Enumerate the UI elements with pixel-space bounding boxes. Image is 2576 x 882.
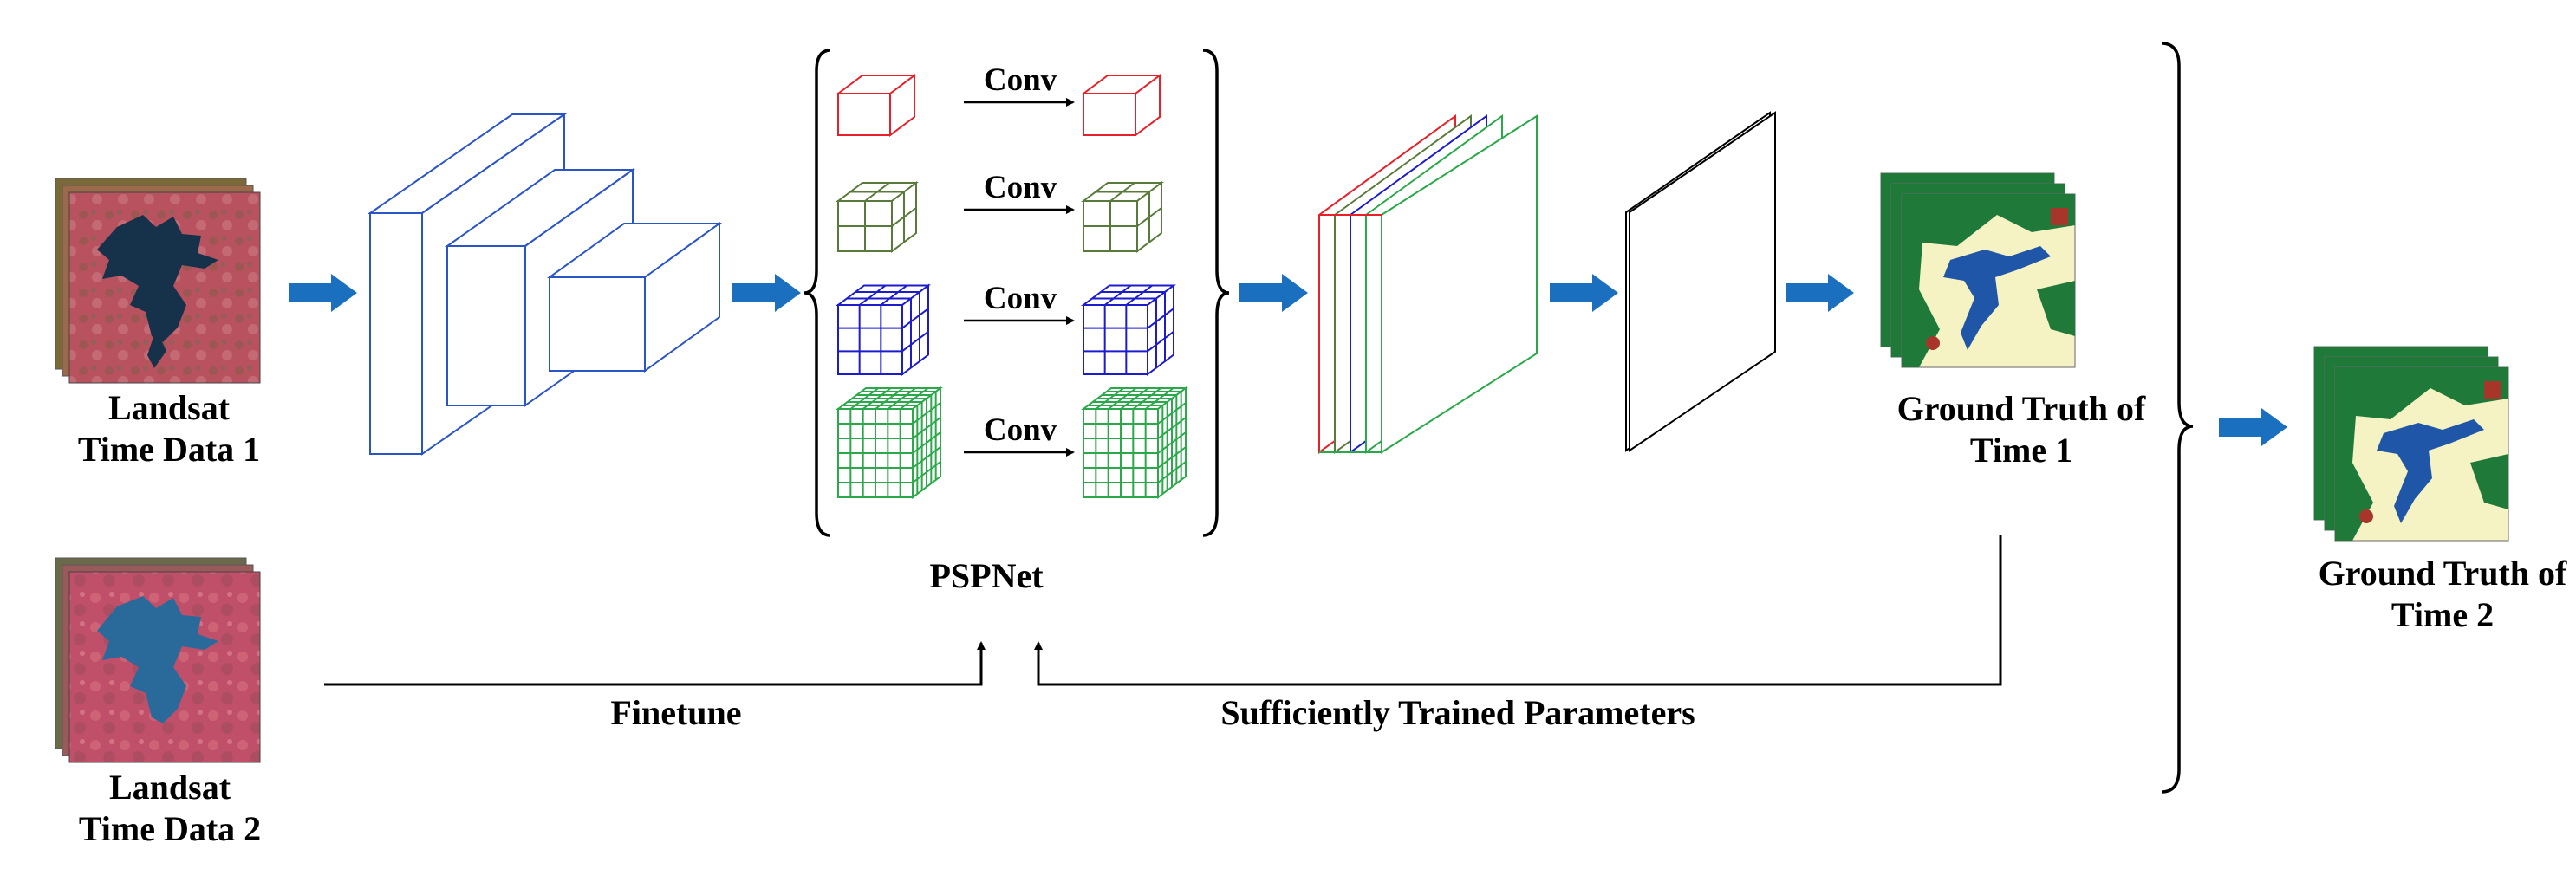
- conv-label: Conv: [984, 281, 1057, 316]
- pooling-cube: [836, 181, 919, 253]
- pspnet-title: PSPNet: [929, 556, 1044, 595]
- finetune-path: [324, 641, 986, 686]
- right-arrow-icon: [1550, 274, 1618, 312]
- gt1-label-line2: Time 1: [1970, 431, 2072, 470]
- pyramid-pooling-cubes: [836, 74, 1188, 499]
- gt1-label-line1: Ground Truth of: [1897, 389, 2146, 428]
- time1-label-line2: Time Data 1: [78, 430, 260, 469]
- curly-brace-icon: [2161, 42, 2194, 794]
- pooling-cube: [1081, 181, 1164, 253]
- encoder-block-3: [546, 222, 723, 373]
- right-arrow-icon: [1239, 274, 1308, 312]
- finetune-label: Finetune: [610, 693, 741, 732]
- trained-parameters-label: Sufficiently Trained Parameters: [1220, 693, 1695, 732]
- pooling-cube: [1081, 283, 1176, 376]
- ground-truth-map-stack-time2: [2313, 346, 2509, 542]
- conv-arrows: [964, 98, 1075, 457]
- gt2-label-line2: Time 2: [2391, 595, 2494, 634]
- right-arrow-icon: [2219, 408, 2287, 446]
- trained-parameters-path: [1034, 535, 2002, 686]
- conv-label: Conv: [984, 170, 1057, 205]
- land-cover-map: [2334, 366, 2509, 542]
- final-conv-layer: [1625, 111, 1776, 452]
- land-cover-map: [1901, 193, 2076, 368]
- time1-label-line1: Landsat: [108, 388, 231, 427]
- time2-label-line1: Landsat: [109, 768, 231, 807]
- ground-truth-map-stack-time1: [1880, 172, 2076, 368]
- pooling-cube: [836, 74, 917, 137]
- time2-label-line2: Time Data 2: [79, 809, 261, 848]
- right-arrow-icon: [1786, 274, 1854, 312]
- pooling-cube: [1081, 74, 1162, 137]
- satellite-image-stack-time2: [55, 557, 261, 763]
- satellite-image-stack-time1: [55, 178, 261, 384]
- curly-brace-icon: [803, 49, 831, 537]
- pooling-cube: [1081, 386, 1188, 499]
- pooling-cube: [836, 386, 943, 499]
- gt2-label-line1: Ground Truth of: [2319, 554, 2567, 593]
- conv-label: Conv: [984, 412, 1057, 448]
- curly-brace-icon: [1202, 49, 1230, 537]
- encoder-blocks: [367, 113, 723, 456]
- right-arrow-icon: [732, 274, 801, 312]
- right-arrow-icon: [289, 274, 357, 312]
- concat-feature-maps: [1318, 114, 1538, 454]
- pooling-cube: [836, 283, 931, 376]
- conv-label: Conv: [984, 62, 1057, 98]
